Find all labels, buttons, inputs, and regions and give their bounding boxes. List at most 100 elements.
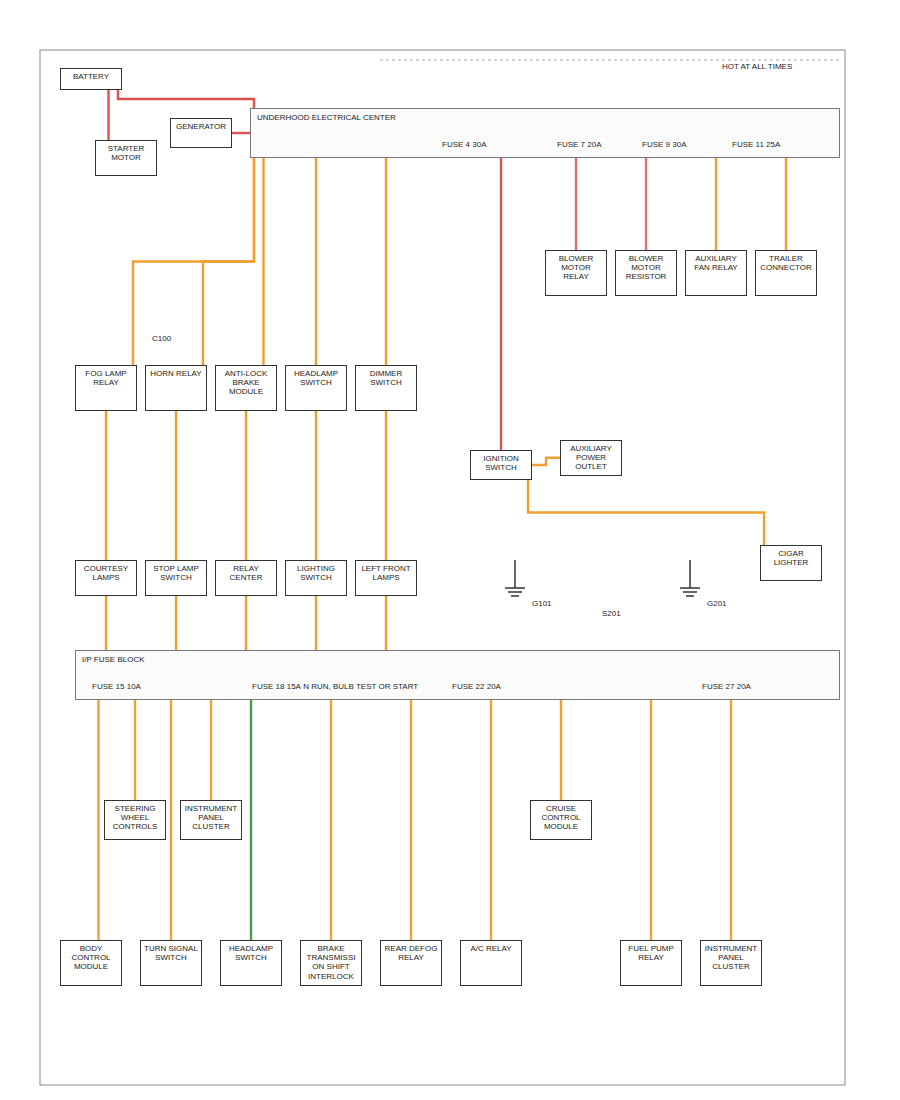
component-label: INSTRUMENT PANEL CLUSTER <box>184 804 238 832</box>
component-box: BLOWER MOTOR RESISTOR <box>615 250 677 296</box>
component-box: LIGHTING SWITCH <box>285 560 347 596</box>
wire-connector <box>385 596 387 650</box>
wiring-label: G101 <box>530 600 554 609</box>
component-label: INSTRUMENT PANEL CLUSTER <box>704 944 758 972</box>
component-label: BLOWER MOTOR RESISTOR <box>619 254 673 282</box>
wire-connector <box>575 158 577 250</box>
component-box: A/C RELAY <box>460 940 522 986</box>
wire-connector <box>730 700 732 940</box>
wire-connector <box>385 158 387 365</box>
component-label: STARTER MOTOR <box>99 144 153 162</box>
wire-connector <box>134 700 136 800</box>
component-box: AUXILIARY POWER OUTLET <box>560 440 622 476</box>
wiring-label: FUSE 27 20A <box>700 683 753 692</box>
component-box: INSTRUMENT PANEL CLUSTER <box>700 940 762 986</box>
wiring-label: FUSE 4 30A <box>440 141 488 150</box>
component-label: TURN SIGNAL SWITCH <box>144 944 198 962</box>
component-box: IGNITION SWITCH <box>470 450 532 480</box>
component-label: DIMMER SWITCH <box>359 369 413 387</box>
wiring-label: FUSE 22 20A <box>450 683 503 692</box>
wire-connector <box>645 158 647 250</box>
component-label: RELAY CENTER <box>219 564 273 582</box>
wire-connector <box>650 700 652 940</box>
component-label: BATTERY <box>64 72 118 81</box>
component-label: LIGHTING SWITCH <box>289 564 343 582</box>
component-label: LEFT FRONT LAMPS <box>359 564 413 582</box>
wire-connector <box>490 700 492 940</box>
component-box: DIMMER SWITCH <box>355 365 417 411</box>
component-box: TURN SIGNAL SWITCH <box>140 940 202 986</box>
wiring-label: FUSE 7 20A <box>555 141 603 150</box>
page-frame <box>40 50 845 1085</box>
component-box: AUXILIARY FAN RELAY <box>685 250 747 296</box>
wiring-label: HOT AT ALL TIMES <box>720 63 794 72</box>
wire-connector <box>560 700 562 800</box>
component-label: BODY CONTROL MODULE <box>64 944 118 972</box>
component-box: STARTER MOTOR <box>95 140 157 176</box>
wire-connector <box>785 158 787 250</box>
component-box: INSTRUMENT PANEL CLUSTER <box>180 800 242 840</box>
wire-connector <box>97 700 99 940</box>
component-label: BRAKE TRANSMISSION SHIFT INTERLOCK <box>304 944 358 981</box>
component-label: A/C RELAY <box>464 944 518 953</box>
wire-connector <box>175 411 177 560</box>
ground-symbol <box>680 560 700 596</box>
component-box: CRUISE CONTROL MODULE <box>530 800 592 840</box>
component-box: FUEL PUMP RELAY <box>620 940 682 986</box>
wire-connector <box>118 90 254 108</box>
wire-connector <box>250 700 252 940</box>
wire-connector <box>203 158 254 365</box>
wire-connector <box>315 596 317 650</box>
wiring-label: C100 <box>150 335 173 344</box>
component-label: BLOWER MOTOR RELAY <box>549 254 603 282</box>
wire-connector <box>262 158 264 365</box>
wire-connector <box>315 411 317 560</box>
wire-connector <box>315 158 317 365</box>
component-label: GENERATOR <box>174 122 228 131</box>
wiring-label: S201 <box>600 610 623 619</box>
component-label: HORN RELAY <box>149 369 203 378</box>
wire-connector <box>107 90 109 140</box>
component-box: COURTESY LAMPS <box>75 560 137 596</box>
component-box: FOG LAMP RELAY <box>75 365 137 411</box>
wire-connector <box>232 132 250 134</box>
component-label: IGNITION SWITCH <box>474 454 528 472</box>
component-label: AUXILIARY FAN RELAY <box>689 254 743 272</box>
component-label: COURTESY LAMPS <box>79 564 133 582</box>
component-label: FUEL PUMP RELAY <box>624 944 678 962</box>
wire-connector <box>410 700 412 940</box>
component-box: RELAY CENTER <box>215 560 277 596</box>
component-label: ANTI-LOCK BRAKE MODULE <box>219 369 273 397</box>
component-box: BODY CONTROL MODULE <box>60 940 122 986</box>
component-label: HEADLAMP SWITCH <box>224 944 278 962</box>
ground-symbol <box>505 560 525 596</box>
component-label: FOG LAMP RELAY <box>79 369 133 387</box>
component-label: CRUISE CONTROL MODULE <box>534 804 588 832</box>
hot-bus-line <box>380 60 840 61</box>
component-label: STEERING WHEEL CONTROLS <box>108 804 162 832</box>
fuse-block-band: UNDERHOOD ELECTRICAL CENTER <box>250 108 840 158</box>
wiring-label: FUSE 18 15A <box>250 683 303 692</box>
component-label: REAR DEFOG RELAY <box>384 944 438 962</box>
wire-connector <box>500 158 502 450</box>
wiring-label: G201 <box>705 600 729 609</box>
wiring-label: FUSE 11 25A <box>730 141 782 150</box>
wire-connector <box>532 458 560 465</box>
component-label: TRAILER CONNECTOR <box>759 254 813 272</box>
component-box: GENERATOR <box>170 118 232 148</box>
wire-connector <box>385 411 387 560</box>
component-label: CIGAR LIGHTER <box>764 549 818 567</box>
component-box: TRAILER CONNECTOR <box>755 250 817 296</box>
component-box: REAR DEFOG RELAY <box>380 940 442 986</box>
component-box: HEADLAMP SWITCH <box>220 940 282 986</box>
wiring-label: FUSE 15 10A <box>90 683 143 692</box>
wire-connector <box>105 411 107 560</box>
component-box: BRAKE TRANSMISSION SHIFT INTERLOCK <box>300 940 362 986</box>
fuse-block-band: I/P FUSE BLOCK <box>75 650 840 700</box>
component-box: BATTERY <box>60 68 122 90</box>
component-box: HORN RELAY <box>145 365 207 411</box>
wire-connector <box>245 596 247 650</box>
component-label: UNDERHOOD ELECTRICAL CENTER <box>257 113 833 122</box>
